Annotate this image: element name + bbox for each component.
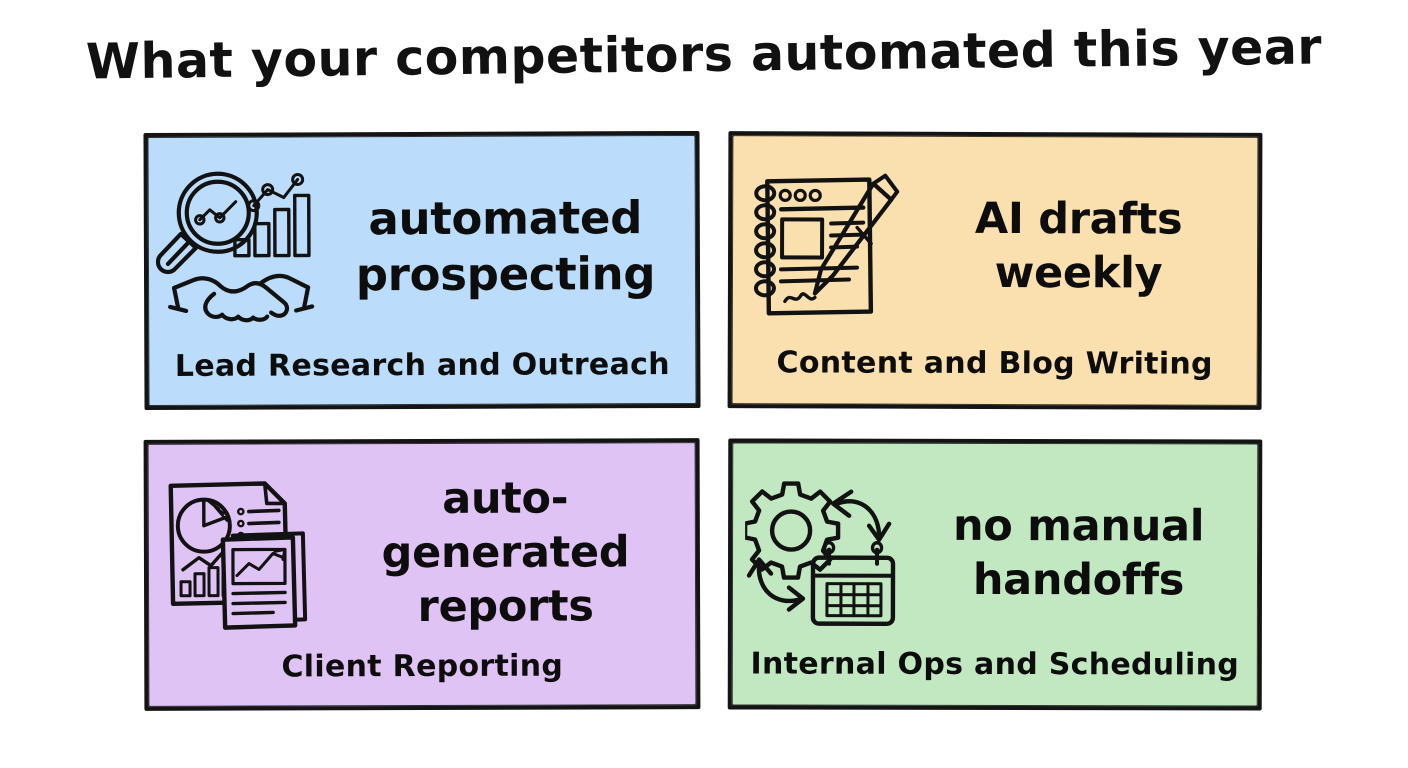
magnifier-chart-handshake-icon [148, 167, 334, 328]
card-headline-line-1: auto-generated [381, 473, 630, 579]
card-headline-line-1: no manual [952, 501, 1205, 552]
card-subtitle: Content and Blog Writing [776, 345, 1213, 382]
card-subtitle: Client Reporting [281, 648, 564, 685]
card-headline: auto-generated reports [333, 473, 697, 635]
card-headline: automated prospecting [333, 190, 696, 304]
card-headline: AI drafts weekly [917, 193, 1258, 302]
gear-arrows-calendar-icon [732, 477, 917, 629]
page-title: What your competitors automated this yea… [85, 18, 1323, 91]
card-header-row: auto-generated reports [148, 464, 697, 644]
card-headline-line-2: handoffs [972, 554, 1185, 606]
card-headline: no manual handoffs [917, 500, 1258, 608]
card-automated-prospecting[interactable]: automated prospecting Lead Research and … [143, 130, 701, 411]
documents-charts-icon [148, 477, 333, 633]
card-ai-drafts-weekly[interactable]: AI drafts weekly Content and Blog Writin… [727, 131, 1263, 410]
card-header-row: no manual handoffs [732, 464, 1258, 643]
card-grid: automated prospecting Lead Research and … [143, 130, 1263, 711]
card-headline-line-2: weekly [994, 247, 1163, 299]
notebook-pen-icon [732, 169, 917, 325]
card-subtitle: Internal Ops and Scheduling [750, 646, 1240, 683]
card-headline-line-1: AI drafts [974, 194, 1183, 245]
card-headline-line-2: prospecting [355, 247, 656, 302]
card-auto-generated-reports[interactable]: auto-generated reports Client Reporting [143, 438, 701, 711]
card-no-manual-handoffs[interactable]: no manual handoffs Internal Ops and Sche… [727, 438, 1263, 711]
card-header-row: AI drafts weekly [732, 157, 1259, 337]
card-subtitle: Lead Research and Outreach [174, 347, 670, 384]
card-headline-line-1: automated [368, 190, 643, 245]
card-headline-line-2: reports [417, 581, 594, 632]
card-header-row: automated prospecting [148, 157, 697, 337]
